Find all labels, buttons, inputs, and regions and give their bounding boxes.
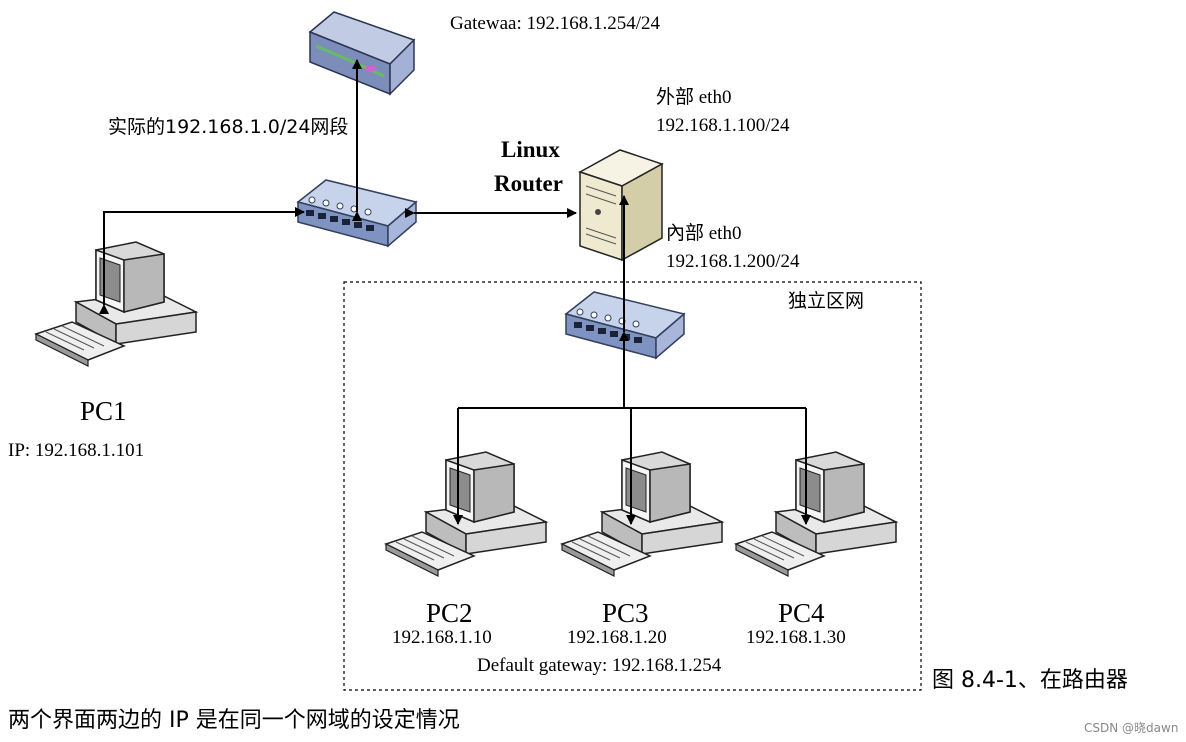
- segment-label: 实际的192.168.1.0/24网段: [108, 116, 349, 138]
- pc1-icon: [35, 241, 197, 367]
- isolated-zone-box: [343, 281, 922, 691]
- figure-caption-line2: 两个界面两边的 IP 是在同一个网域的设定情况: [8, 708, 460, 733]
- connections: [99, 59, 811, 525]
- router-name-line1: Linux: [501, 137, 560, 162]
- isolated-zone-label: 独立区网: [788, 290, 865, 312]
- pc2-icon: [385, 451, 547, 577]
- pc2-name: PC2: [426, 598, 473, 628]
- pc2-ip: 192.168.1.10: [392, 627, 492, 648]
- router-name-line2: Router: [494, 171, 563, 196]
- pc3-name: PC3: [602, 598, 649, 628]
- linux-router-server-icon: [578, 149, 664, 262]
- pc1-name: PC1: [80, 396, 127, 426]
- router-internal-ip: 192.168.1.200/24: [666, 251, 800, 272]
- default-gateway-label: Default gateway: 192.168.1.254: [477, 655, 722, 676]
- figure-caption-line1: 图 8.4-1、在路由器: [932, 668, 1128, 693]
- router-external-if: 外部 eth0: [656, 87, 732, 108]
- gateway-label: Gatewaa: 192.168.1.254/24: [450, 13, 661, 34]
- pc4-icon: [735, 451, 897, 577]
- pc4-name: PC4: [778, 598, 825, 628]
- pc3-ip: 192.168.1.20: [567, 627, 667, 648]
- watermark: CSDN @晓dawn: [1084, 721, 1179, 735]
- pc4-ip: 192.168.1.30: [746, 627, 846, 648]
- gateway-device-icon: [308, 11, 416, 96]
- pc1-ip: IP: 192.168.1.101: [8, 440, 145, 461]
- pc3-icon: [561, 451, 723, 577]
- router-external-ip: 192.168.1.100/24: [656, 115, 790, 136]
- router-internal-if: 內部 eth0: [666, 223, 742, 244]
